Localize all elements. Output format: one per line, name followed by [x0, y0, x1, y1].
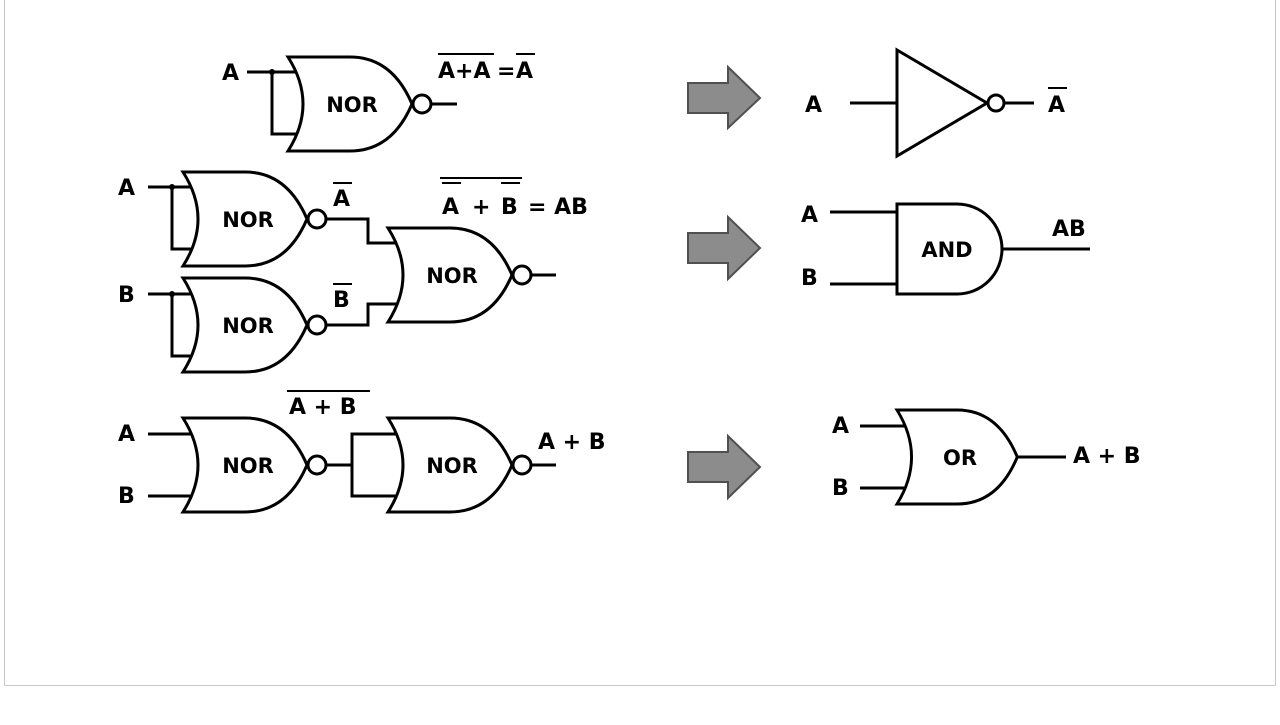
row2-nor-as-and: A NOR B NOR A B [118, 170, 588, 374]
input-label-b: B [118, 283, 135, 308]
arrows [687, 64, 762, 501]
junction-dot [169, 184, 175, 190]
expr-b: B [501, 195, 518, 220]
gate-label-nor: NOR [426, 454, 478, 478]
output-ab: AB [1052, 217, 1086, 242]
label-not-a: A [333, 187, 350, 212]
wire-not-b [326, 302, 402, 327]
inversion-bubble [511, 264, 533, 286]
frame-border-right [1275, 0, 1276, 686]
tied-input-wire-a [170, 187, 196, 251]
equals-sign: = [497, 59, 515, 84]
input-label-a: A [118, 422, 135, 447]
input-label-b: B [118, 484, 135, 509]
expression-not-a-plus-b: A + B [289, 395, 357, 420]
expression-not-a: A+A = A [438, 53, 535, 84]
inversion-bubble [511, 454, 533, 476]
inversion-bubble [986, 93, 1006, 113]
input-label-a: A [118, 176, 135, 201]
input-label-b: B [801, 266, 818, 291]
inversion-bubble [306, 454, 328, 476]
equivalent-not-gate: A A [805, 47, 1067, 159]
gate-label-nor: NOR [426, 264, 478, 288]
row1-nor-as-not: A NOR A+A = A [222, 53, 535, 153]
expr-a: A [442, 195, 459, 220]
expression-a-plus-a: A+A [438, 59, 491, 84]
tied-input-wire-b [170, 294, 196, 358]
gate-label-nor: NOR [326, 93, 378, 117]
inversion-bubble [306, 208, 328, 230]
right-arrow-icon [687, 64, 762, 131]
frame-border-bottom [4, 685, 1276, 686]
input-label-b: B [832, 476, 849, 501]
output-a-plus-b: A + B [1073, 444, 1141, 469]
input-label-a: A [222, 61, 239, 86]
inversion-bubble [411, 93, 433, 115]
gate-label-or: OR [943, 446, 977, 470]
row3-nor-as-or: A B NOR NOR A + B A + B [118, 390, 606, 514]
not-gate-triangle [895, 47, 990, 159]
input-label-a: A [805, 93, 822, 118]
tied-input-wire [350, 432, 402, 498]
right-arrow-icon [687, 433, 762, 501]
gate-label-nor: NOR [222, 314, 274, 338]
input-label-a: A [832, 414, 849, 439]
expression-a-plus-b: A + B [538, 430, 606, 455]
gate-label-and: AND [921, 238, 972, 262]
expression-and: A + B = AB [440, 177, 588, 220]
equivalent-and-gate: A B AND AB [801, 202, 1090, 296]
junction-dot [169, 291, 175, 297]
gate-label-nor: NOR [222, 208, 274, 232]
gate-label-nor: NOR [222, 454, 274, 478]
result-not-a: A [516, 59, 533, 84]
tied-input-wire [270, 72, 300, 136]
input-label-a: A [801, 203, 818, 228]
junction-dot [269, 69, 275, 75]
frame-border-left [4, 0, 5, 686]
expr-result-ab: = AB [528, 195, 588, 220]
wire-not-a [326, 217, 402, 245]
label-not-b: B [333, 288, 350, 313]
inversion-bubble [306, 314, 328, 336]
output-not-a: A [1048, 93, 1065, 118]
equivalent-or-gate: A B OR A + B [832, 408, 1141, 506]
right-arrow-icon [687, 214, 762, 282]
expr-plus: + [472, 195, 490, 220]
